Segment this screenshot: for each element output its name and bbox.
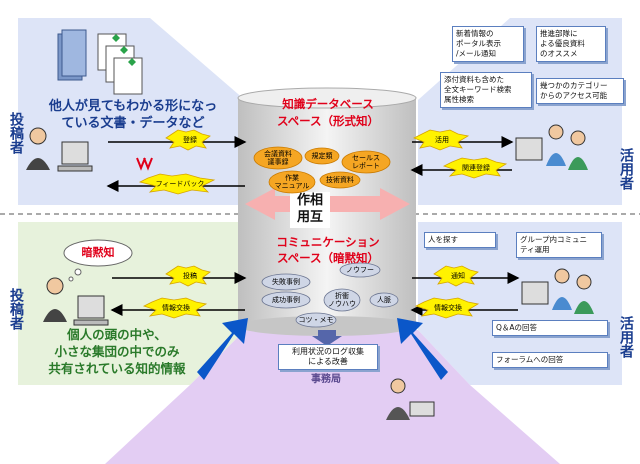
- bubble-success-cases: [261, 291, 311, 309]
- tacit-thought-cloud: [63, 239, 133, 267]
- arrow-label-related: 関連登録: [462, 164, 490, 172]
- bubble-label-meeting-docs: 会議資料 議事録: [264, 150, 292, 166]
- bubble-tips-memo: [295, 312, 337, 328]
- tacit-title-line-2: スペース（暗黙知）: [276, 251, 380, 265]
- arrow-label-feedback: フィードバック: [155, 180, 205, 188]
- explicit-space-title: 知識データベース スペース（形式知）: [246, 96, 410, 130]
- bubble-label-failure-cases: 失敗事例: [272, 278, 300, 286]
- burst-exchange-left: [142, 297, 208, 319]
- log-improvement-box: 利用状況のログ収集 による改善: [278, 344, 378, 370]
- feature-find-people: 人を探す: [424, 232, 496, 248]
- bubble-regulations: [304, 147, 340, 165]
- side-label-user-top: 活用者: [618, 148, 634, 190]
- feature-portal-notify: 新着情報の ポータル表示 /メール通知: [452, 26, 524, 62]
- tacit-caption-line-1: 個人の頭の中や、: [67, 327, 167, 342]
- docs-caption-line-2: ている文書・データなど: [61, 116, 205, 131]
- tacit-caption: 個人の頭の中や、 小さな集団の中でのみ 共有されている知的情報: [22, 326, 212, 377]
- burst-notify: [433, 265, 479, 287]
- side-label-user-bottom: 活用者: [618, 316, 634, 358]
- bubble-label-success-cases: 成功事例: [272, 296, 300, 304]
- bubble-meeting-docs: [253, 146, 303, 170]
- cylinder-top: [237, 87, 417, 109]
- tacit-user-panel: [418, 222, 622, 385]
- explicit-title-line-1: 知識データベース: [282, 97, 374, 111]
- bubble-label-sales-report: セールス レポート: [352, 154, 380, 170]
- office-label: 事務局: [311, 374, 341, 385]
- cloud-dot-2: [68, 276, 74, 282]
- burst-related: [442, 157, 508, 179]
- feedback-mark-icon: [136, 157, 153, 171]
- burst-feedback: [138, 173, 216, 195]
- document-stack-icon: [57, 29, 143, 95]
- feature-community: グループ内コミュニ ティ運用: [516, 232, 602, 258]
- arrow-label-post: 投稿: [183, 272, 197, 280]
- side-label-poster-bottom: 投稿者: [8, 288, 24, 330]
- poster-person-top-icon: [26, 127, 93, 172]
- mutual-line-2: 用互: [296, 210, 323, 225]
- cloud-dot-1: [74, 268, 82, 276]
- tacit-cloud-label: 暗黙知: [81, 246, 115, 259]
- arrow-label-use: 活用: [435, 136, 449, 144]
- bubble-label-regulations: 規定類: [311, 152, 333, 160]
- tacit-caption-line-3: 共有されている知的情報: [48, 361, 186, 376]
- burst-exchange-right: [414, 297, 480, 319]
- bubble-label-negotiation: 折衝 ノウハウ: [328, 292, 356, 308]
- feature-forum-answer: フォーラムへの回答: [492, 352, 608, 368]
- arrow-label-notify: 通知: [451, 272, 465, 280]
- mutual-action-label: 作相 用互: [290, 192, 330, 226]
- mutual-line-1: 作相: [296, 193, 323, 208]
- feature-qa-answer: Q＆Aの回答: [492, 320, 608, 336]
- explicit-user-panel: [418, 18, 622, 205]
- bubble-label-work-manual: 作業 マニュアル: [274, 174, 310, 190]
- mutual-action-box: [290, 192, 330, 228]
- office-worker-icon: [386, 378, 435, 420]
- tacit-title-line-1: コミュニケーション: [276, 235, 380, 249]
- bubble-work-manual: [268, 170, 316, 194]
- burst-post: [165, 265, 211, 287]
- bubble-tech-docs: [319, 171, 361, 189]
- tacit-caption-line-2: 小さな集団の中でのみ: [54, 344, 180, 359]
- arrow-label-exchange-left: 情報交換: [162, 304, 190, 312]
- office-panel: [105, 330, 560, 464]
- arrow-label-register: 登録: [183, 136, 197, 144]
- bubble-label-tech-docs: 技術資料: [326, 176, 354, 184]
- bubble-negotiation: [323, 288, 361, 312]
- poster-person-bottom-icon: [43, 277, 109, 326]
- bubble-know-who: [339, 262, 381, 278]
- explicit-title-line-2: スペース（形式知）: [276, 114, 380, 128]
- user-group-bottom-icon: [521, 268, 594, 314]
- bubble-failure-cases: [261, 273, 311, 291]
- feature-fulltext-search: 添付資料も含めた 全文キーワード検索 属性検索: [440, 72, 532, 108]
- burst-register: [165, 129, 211, 151]
- office-down-arrow: [312, 330, 342, 346]
- feature-category-access: 幾つかのカテゴリー からのアクセス可能: [536, 78, 624, 104]
- bubble-label-know-who: ノウフー: [346, 266, 374, 274]
- user-group-top-icon: [515, 124, 588, 170]
- feature-recommend: 推進部隊に よる優良資料 のオススメ: [536, 26, 606, 62]
- burst-use: [413, 129, 470, 151]
- bubble-network: [369, 292, 399, 308]
- blue-arrow-left: [197, 318, 248, 380]
- side-label-poster-top: 投稿者: [8, 112, 24, 154]
- docs-caption: 他人が見てもわかる形になっ ている文書・データなど: [28, 98, 238, 132]
- bubble-label-tips-memo: コツ・メモ: [298, 316, 334, 324]
- docs-caption-line-1: 他人が見てもわかる形になっ: [48, 99, 218, 114]
- blue-arrow-right: [397, 318, 448, 380]
- bubble-sales-report: [341, 150, 391, 174]
- arrow-label-exchange-right: 情報交換: [434, 304, 462, 312]
- tacit-space-title: コミュニケーション スペース（暗黙知）: [246, 234, 410, 266]
- bubble-label-network: 人脈: [377, 296, 391, 304]
